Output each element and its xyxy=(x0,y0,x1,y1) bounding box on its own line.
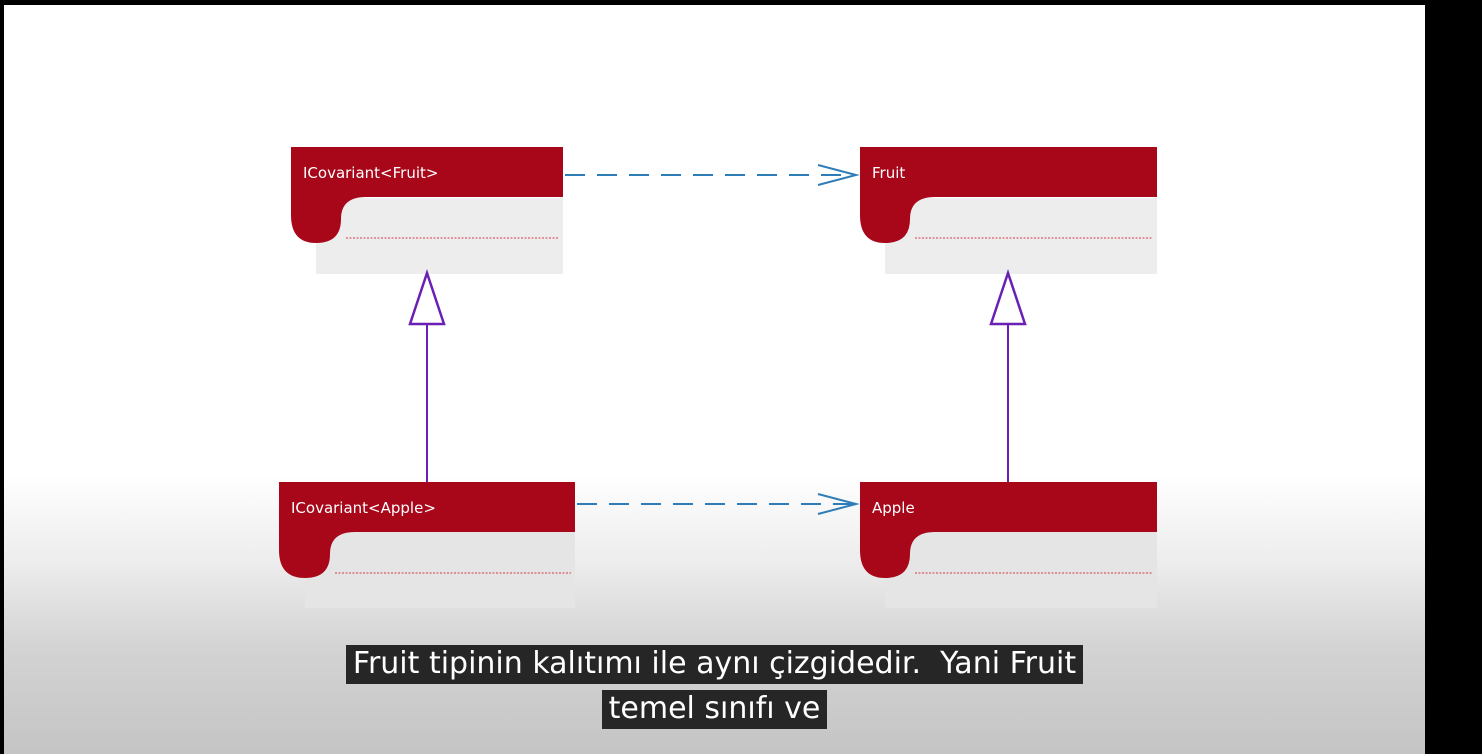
class-body xyxy=(885,532,1157,608)
generalization-arrow-right xyxy=(989,269,1027,482)
hollow-triangle-icon xyxy=(408,269,446,326)
subtitle-text: Fruit tipinin kalıtımı ile aynı çizgided… xyxy=(345,645,1084,684)
dependency-arrow-top xyxy=(565,164,860,186)
open-arrowhead-icon xyxy=(817,164,860,186)
class-name: ICovariant<Fruit> xyxy=(303,164,438,182)
slide: ICovariant<Fruit> Fruit ICovariant<Apple… xyxy=(4,5,1425,754)
generalization-arrow-left xyxy=(408,269,446,482)
class-header xyxy=(291,147,563,243)
open-arrowhead-icon xyxy=(817,493,860,515)
class-box-apple: Apple xyxy=(860,482,1157,608)
class-name: ICovariant<Apple> xyxy=(291,499,436,517)
subtitle-text: temel sınıfı ve xyxy=(601,690,828,729)
class-body xyxy=(885,198,1157,274)
class-name: Fruit xyxy=(872,164,905,182)
class-header xyxy=(860,147,1157,243)
subtitle-line-1: Fruit tipinin kalıtımı ile aynı çizgided… xyxy=(4,643,1425,685)
class-box-icovariant-fruit: ICovariant<Fruit> xyxy=(291,147,563,274)
class-body xyxy=(305,532,575,608)
uml-class-diagram: ICovariant<Fruit> Fruit ICovariant<Apple… xyxy=(279,147,1157,608)
class-header xyxy=(279,482,575,578)
class-box-icovariant-apple: ICovariant<Apple> xyxy=(279,482,575,608)
dependency-arrow-bottom xyxy=(577,493,860,515)
class-box-fruit: Fruit xyxy=(860,147,1157,274)
class-header xyxy=(860,482,1157,578)
subtitle-line-2: temel sınıfı ve xyxy=(4,688,1425,730)
hollow-triangle-icon xyxy=(989,269,1027,326)
class-body xyxy=(316,198,563,274)
class-name: Apple xyxy=(872,499,915,517)
